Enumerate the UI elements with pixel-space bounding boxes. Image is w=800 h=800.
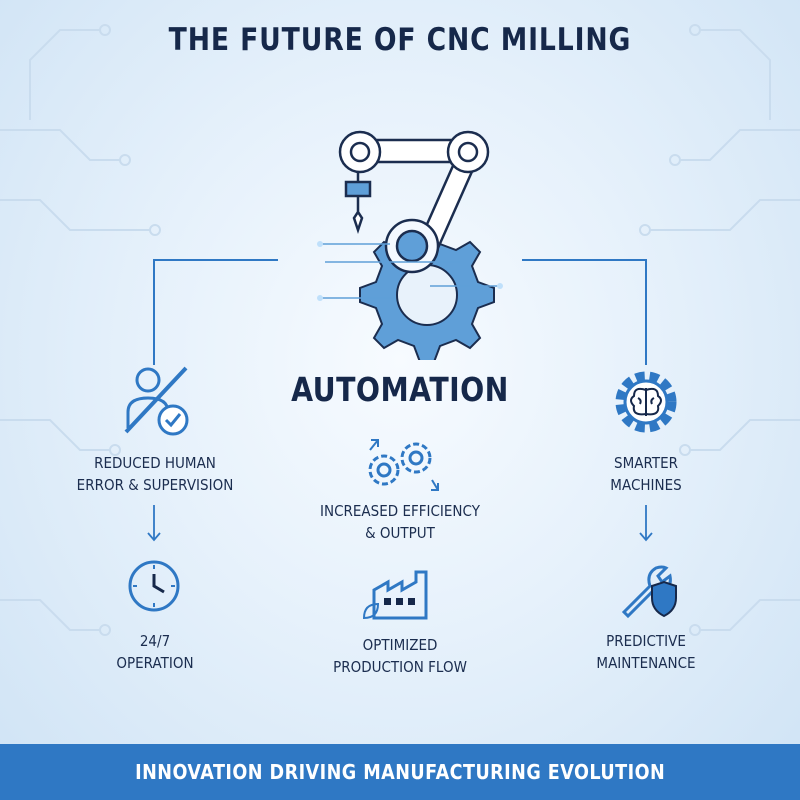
production-flow-line1: OPTIMIZED: [362, 636, 438, 654]
robot-arm-icon: [317, 130, 503, 360]
operation-line1: 24/7: [139, 632, 171, 650]
page-title: THE FUTURE OF CNC MILLING: [168, 22, 632, 58]
smarter-machines-line1: SMARTER: [613, 454, 679, 472]
reduced-error-line2: ERROR & SUPERVISION: [76, 476, 234, 494]
clock-icon: [128, 560, 180, 612]
smarter-machines-line2: MACHINES: [610, 476, 682, 494]
user-crossed-icon: [124, 366, 189, 436]
smarter-machines-label: SMARTER MACHINES: [569, 452, 724, 496]
predictive-maintenance-line2: MAINTENANCE: [596, 654, 696, 672]
footer-text: INNOVATION DRIVING MANUFACTURING EVOLUTI…: [134, 760, 666, 784]
check-icon: [157, 404, 189, 436]
gears-arrows-icon: [368, 439, 439, 491]
wrench-shield-icon: [621, 565, 677, 619]
operation-label: 24/7 OPERATION: [70, 630, 241, 674]
production-flow-label: OPTIMIZED PRODUCTION FLOW: [301, 634, 499, 678]
reduced-error-label: REDUCED HUMAN ERROR & SUPERVISION: [70, 452, 241, 496]
predictive-maintenance-line1: PREDICTIVE: [606, 632, 686, 650]
footer-banner: INNOVATION DRIVING MANUFACTURING EVOLUTI…: [0, 744, 800, 800]
automation-label: AUTOMATION: [291, 370, 509, 409]
operation-line2: OPERATION: [116, 654, 194, 672]
efficiency-line1: INCREASED EFFICIENCY: [320, 502, 480, 520]
factory-icon: [362, 570, 428, 620]
predictive-maintenance-label: PREDICTIVE MAINTENANCE: [569, 630, 724, 674]
reduced-error-line1: REDUCED HUMAN: [94, 454, 216, 472]
brain-gear-icon: [615, 371, 677, 433]
production-flow-line2: PRODUCTION FLOW: [333, 658, 467, 676]
efficiency-label: INCREASED EFFICIENCY & OUTPUT: [301, 500, 499, 544]
efficiency-line2: & OUTPUT: [365, 524, 435, 542]
